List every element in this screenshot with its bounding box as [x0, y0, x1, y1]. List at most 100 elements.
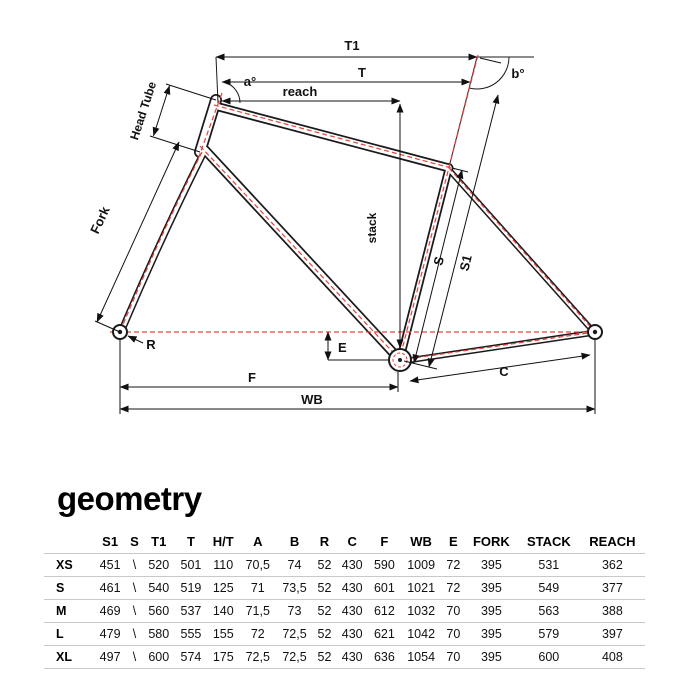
table-cell: 540: [142, 576, 175, 600]
label-wb: WB: [301, 392, 323, 407]
table-cell: 1021: [400, 576, 442, 600]
table-cell: 574: [174, 645, 208, 669]
frame-geometry-diagram: T1 T reach a° b° Head Tube Fork stack S …: [87, 38, 604, 414]
row-size-label: XL: [44, 645, 94, 669]
table-cell: 1054: [400, 645, 442, 669]
table-cell: 72,5: [276, 645, 313, 669]
column-header: A: [239, 530, 277, 554]
table-cell: 612: [368, 599, 401, 623]
column-header: T1: [142, 530, 175, 554]
bottom-bracket: [388, 348, 412, 372]
table-cell: 140: [207, 599, 240, 623]
table-cell: 636: [368, 645, 401, 669]
table-cell: 73,5: [276, 576, 313, 600]
label-t: T: [358, 65, 366, 80]
table-cell: 469: [94, 599, 127, 623]
table-cell: 395: [464, 576, 518, 600]
column-header: C: [336, 530, 369, 554]
column-header: WB: [400, 530, 442, 554]
row-size-label: XS: [44, 553, 94, 577]
column-header: FORK: [464, 530, 518, 554]
table-cell: 71: [239, 576, 277, 600]
table-cell: 1032: [400, 599, 442, 623]
table-cell: 580: [142, 622, 175, 646]
table-cell: 70: [441, 645, 465, 669]
row-size-label: L: [44, 622, 94, 646]
table-cell: 110: [207, 553, 240, 577]
column-header: S: [126, 530, 143, 554]
table-cell: 72: [239, 622, 277, 646]
table-cell: 497: [94, 645, 127, 669]
table-cell: 600: [142, 645, 175, 669]
table-cell: 537: [174, 599, 208, 623]
table-cell: \: [126, 576, 143, 600]
column-header: E: [441, 530, 465, 554]
table-cell: 72: [441, 553, 465, 577]
size-column-header: [44, 530, 94, 554]
table-cell: 479: [94, 622, 127, 646]
column-header: F: [368, 530, 401, 554]
table-cell: 621: [368, 622, 401, 646]
table-cell: 563: [517, 599, 580, 623]
label-fork: Fork: [87, 203, 113, 236]
table-cell: 72,5: [239, 645, 277, 669]
row-size-label: M: [44, 599, 94, 623]
table-cell: 1042: [400, 622, 442, 646]
table-cell: 70: [441, 622, 465, 646]
label-f: F: [248, 370, 256, 385]
column-header: B: [276, 530, 313, 554]
table-cell: \: [126, 599, 143, 623]
table-cell: \: [126, 622, 143, 646]
table-cell: 430: [336, 645, 369, 669]
dimension-lines: [94, 53, 596, 414]
table-cell: 395: [464, 553, 518, 577]
table-cell: 377: [579, 576, 645, 600]
table-cell: 555: [174, 622, 208, 646]
table-cell: 52: [312, 553, 337, 577]
table-cell: 155: [207, 622, 240, 646]
table-cell: 560: [142, 599, 175, 623]
frame-outline: [118, 94, 595, 364]
table-cell: 430: [336, 576, 369, 600]
table-cell: 408: [579, 645, 645, 669]
label-t1: T1: [344, 38, 359, 53]
table-cell: 395: [464, 599, 518, 623]
table-cell: 430: [336, 622, 369, 646]
table-cell: 125: [207, 576, 240, 600]
table-cell: 579: [517, 622, 580, 646]
table-cell: 600: [517, 645, 580, 669]
table-cell: 501: [174, 553, 208, 577]
table-cell: 549: [517, 576, 580, 600]
table-cell: 430: [336, 599, 369, 623]
table-cell: 52: [312, 645, 337, 669]
table-cell: 72: [441, 576, 465, 600]
table-cell: 601: [368, 576, 401, 600]
column-header: T: [174, 530, 208, 554]
table-cell: 52: [312, 599, 337, 623]
table-cell: 70,5: [239, 553, 277, 577]
column-header: S1: [94, 530, 127, 554]
table-cell: 531: [517, 553, 580, 577]
label-angle-a: a°: [244, 74, 256, 89]
table-cell: 430: [336, 553, 369, 577]
table-cell: 451: [94, 553, 127, 577]
column-header: REACH: [579, 530, 645, 554]
table-cell: 388: [579, 599, 645, 623]
label-e: E: [338, 340, 347, 355]
table-cell: 519: [174, 576, 208, 600]
table-cell: 1009: [400, 553, 442, 577]
table-cell: 74: [276, 553, 313, 577]
table-cell: 520: [142, 553, 175, 577]
label-reach: reach: [283, 84, 318, 99]
table-cell: 52: [312, 576, 337, 600]
column-header: H/T: [207, 530, 240, 554]
table-cell: 52: [312, 622, 337, 646]
table-cell: 70: [441, 599, 465, 623]
